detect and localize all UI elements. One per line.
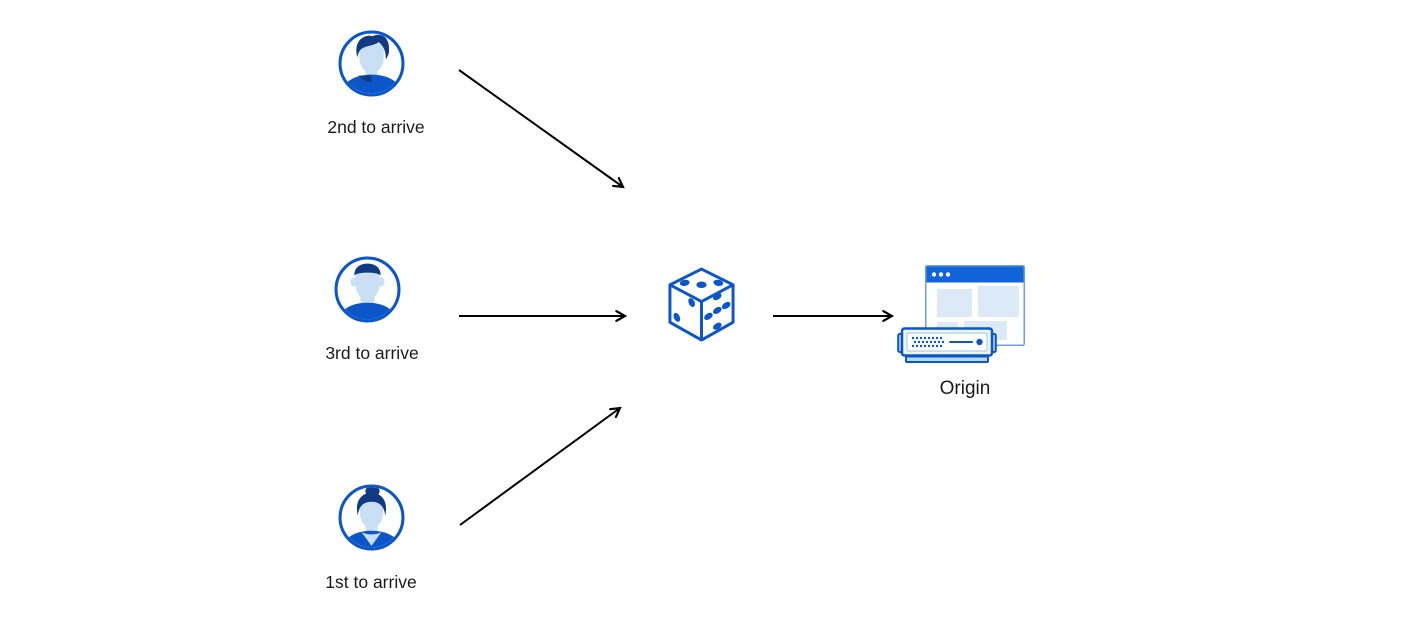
arrow-first-to-dice	[459, 408, 620, 526]
origin-server	[897, 327, 997, 369]
server-vent-dots	[911, 336, 945, 348]
arrow-second-to-dice	[458, 69, 623, 187]
visitor-second-node	[338, 30, 405, 102]
server-icon	[897, 327, 997, 363]
dice-icon	[668, 267, 735, 342]
male-avatar-icon	[338, 30, 405, 97]
male-avatar-icon	[334, 256, 401, 323]
visitor-second-label: 2nd to arrive	[327, 117, 425, 137]
visitor-third-label: 3rd to arrive	[325, 343, 419, 363]
visitor-first-label: 1st to arrive	[325, 572, 417, 592]
visitor-first-node	[338, 484, 405, 556]
visitor-third-node	[334, 256, 401, 328]
randomizer-node	[666, 266, 737, 352]
female-avatar-icon	[338, 484, 405, 551]
server-led	[976, 338, 983, 346]
origin-label: Origin	[939, 378, 991, 399]
